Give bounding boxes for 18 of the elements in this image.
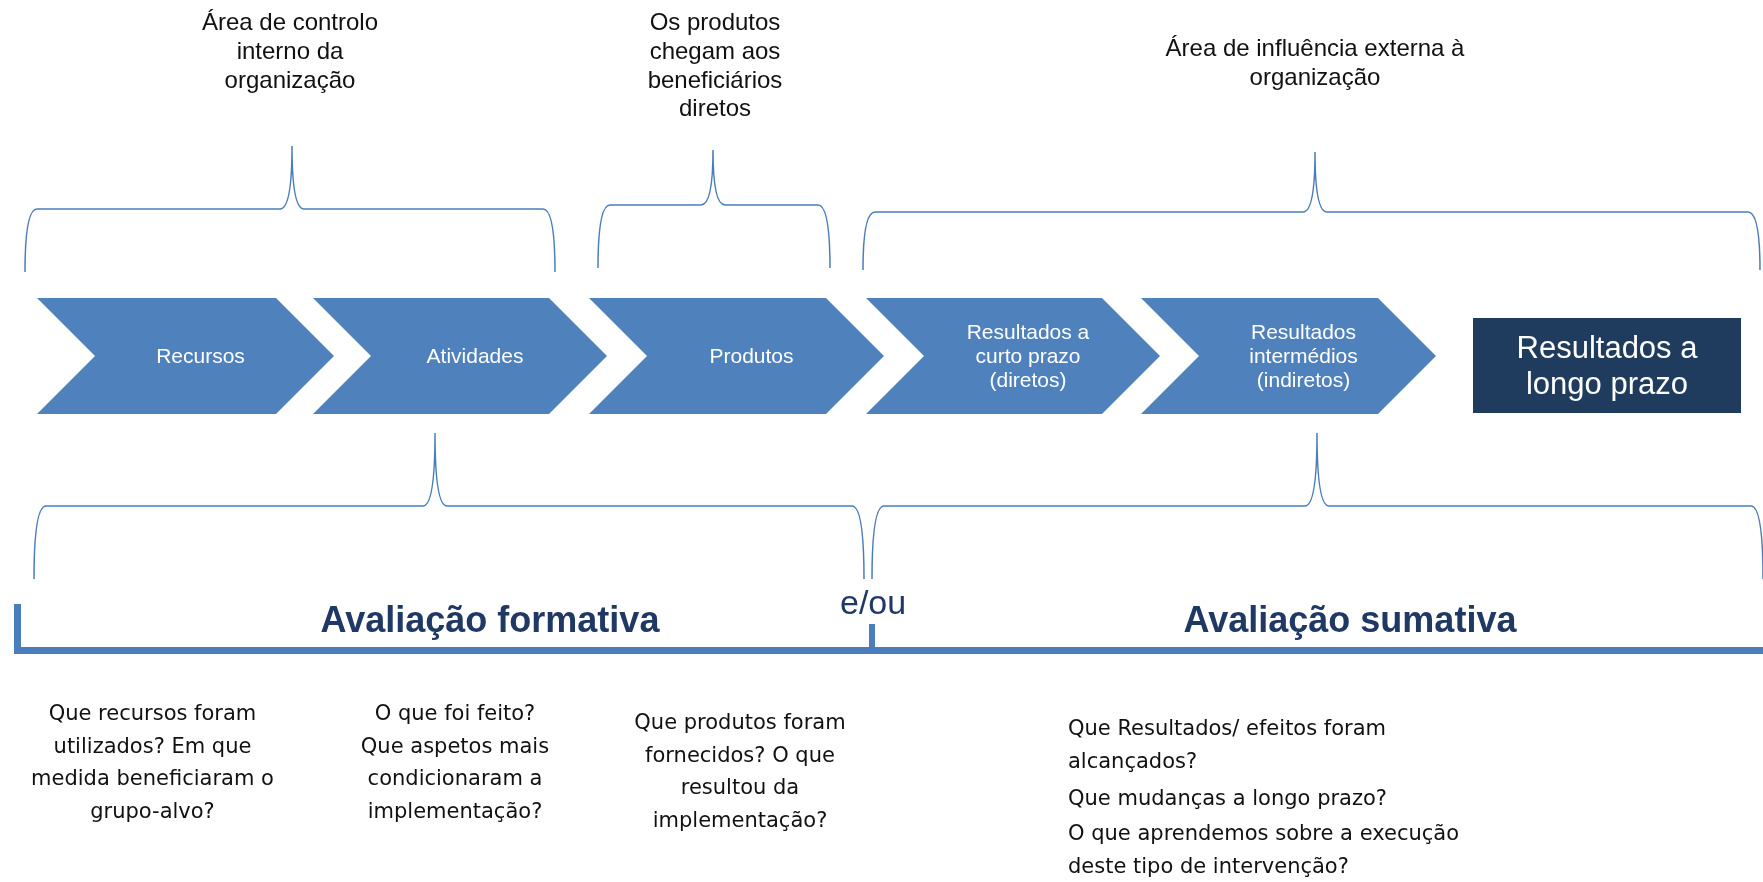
process-step: Resultados intermédios (indiretos) bbox=[1141, 298, 1436, 414]
process-box: Resultados a longo prazo bbox=[1473, 318, 1741, 413]
annotation-text: Os produtos chegam aos beneficiários diretos bbox=[646, 8, 784, 124]
connector-text: e/ou bbox=[840, 582, 908, 623]
question-text: Que produtos foram fornecidos? O que resultou da implementação? bbox=[633, 709, 847, 834]
process-step: Atividades bbox=[313, 298, 607, 414]
process-step: Recursos bbox=[37, 298, 334, 414]
section-heading: Avaliação formativa bbox=[319, 598, 661, 642]
section-heading: Avaliação sumativa bbox=[1182, 598, 1518, 642]
process-step: Resultados a curto prazo (diretos) bbox=[866, 298, 1160, 414]
question-text: O que aprendemos sobre a execução deste tipo de intervenção? bbox=[1068, 820, 1460, 880]
question-text: Que mudanças a longo prazo? bbox=[1068, 785, 1388, 812]
question-text: O que foi feito? Que aspetos mais condicionaram a implementação? bbox=[360, 700, 550, 825]
process-step: Produtos bbox=[589, 298, 884, 414]
annotation-text: Área de influência externa à organização bbox=[1164, 34, 1466, 92]
question-text: Que Resultados/ efeitos foram alcançados? bbox=[1068, 715, 1388, 775]
annotation-text: Área de controlo interno da organização bbox=[200, 8, 380, 95]
question-text: Que recursos foram utilizados? Em que medida beneficiaram o grupo-alvo? bbox=[30, 700, 275, 825]
